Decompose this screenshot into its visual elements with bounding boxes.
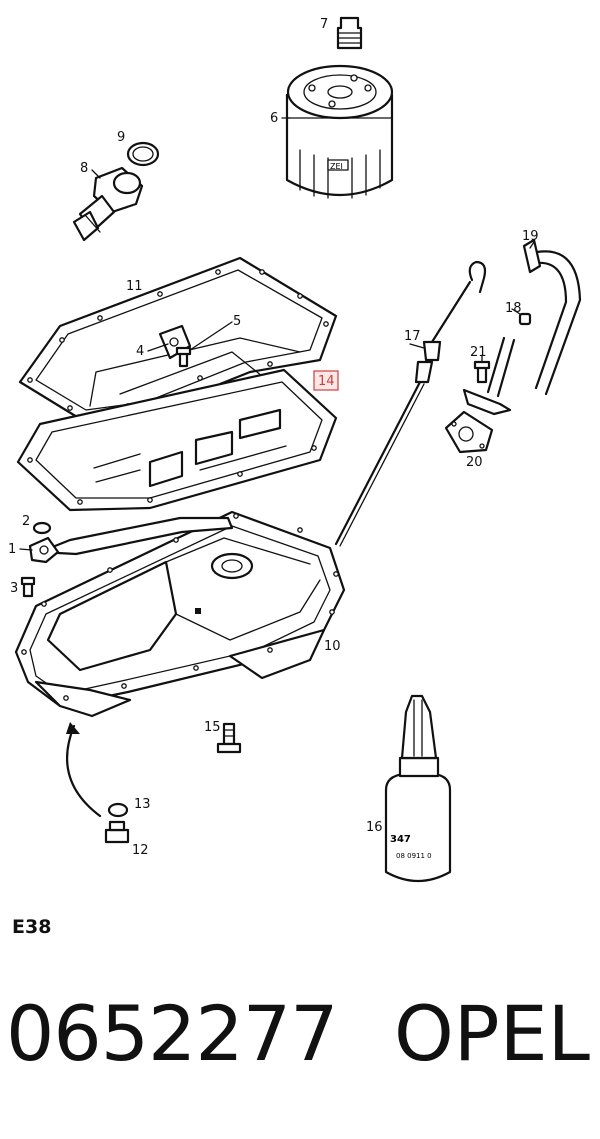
part-12-drain-plug (104, 820, 130, 844)
exploded-parts-diagram: ZEI (8, 16, 582, 882)
callout-14-highlight: 14 (313, 370, 339, 391)
part-5-screw (175, 346, 192, 368)
callout-5: 5 (233, 314, 241, 329)
part-9-seal-ring (126, 141, 160, 167)
callout-19: 19 (522, 229, 539, 244)
callout-6: 6 (270, 111, 278, 126)
part-19-guide-tube (486, 238, 582, 398)
callout-2: 2 (22, 514, 30, 529)
part-7-nipple (336, 16, 363, 50)
callout-17: 17 (404, 329, 421, 344)
callout-13: 13 (134, 797, 151, 812)
svg-text:347: 347 (390, 834, 411, 845)
part-number: 0652277 (6, 989, 338, 1078)
callout-16: 16 (366, 820, 383, 835)
leader-lines (19, 117, 535, 551)
part-14-oil-baffle (16, 368, 338, 512)
part-20-flange-gasket (444, 388, 512, 454)
callout-15: 15 (204, 720, 221, 735)
part-6-oil-filter: ZEI (285, 64, 394, 199)
callout-10: 10 (324, 639, 341, 654)
callout-12: 12 (132, 843, 149, 858)
part-18-cap (518, 312, 532, 326)
callout-1: 1 (8, 542, 16, 557)
brand-name: OPEL (393, 989, 590, 1078)
callout-8: 8 (80, 161, 88, 176)
svg-text:ZEI: ZEI (330, 162, 343, 171)
part-8-pressure-switch (72, 166, 144, 242)
part-3-bolt (20, 576, 36, 598)
callout-21: 21 (470, 345, 487, 360)
callout-18: 18 (505, 301, 522, 316)
callout-9: 9 (117, 130, 125, 145)
svg-text:08 0911 0: 08 0911 0 (396, 852, 432, 860)
svg-text:14: 14 (318, 374, 335, 389)
part-17-dipstick (334, 260, 487, 547)
callout-20: 20 (466, 455, 483, 470)
part-10-oil-pan (14, 510, 346, 718)
part-1-pickup-flange (28, 536, 60, 564)
part-21-screw (473, 360, 491, 384)
part-16-sealant-bottle: 347 08 0911 0 (384, 694, 452, 882)
callout-3: 3 (10, 581, 18, 596)
part-15-bolt (216, 722, 242, 754)
part-2-seal (32, 521, 52, 535)
part-13-seal-ring (107, 802, 129, 818)
diagram-code-label: E38 (12, 916, 52, 938)
assembly-arrow (66, 722, 102, 818)
callout-11: 11 (126, 279, 143, 294)
callout-4: 4 (136, 344, 144, 359)
callout-7: 7 (320, 17, 328, 32)
